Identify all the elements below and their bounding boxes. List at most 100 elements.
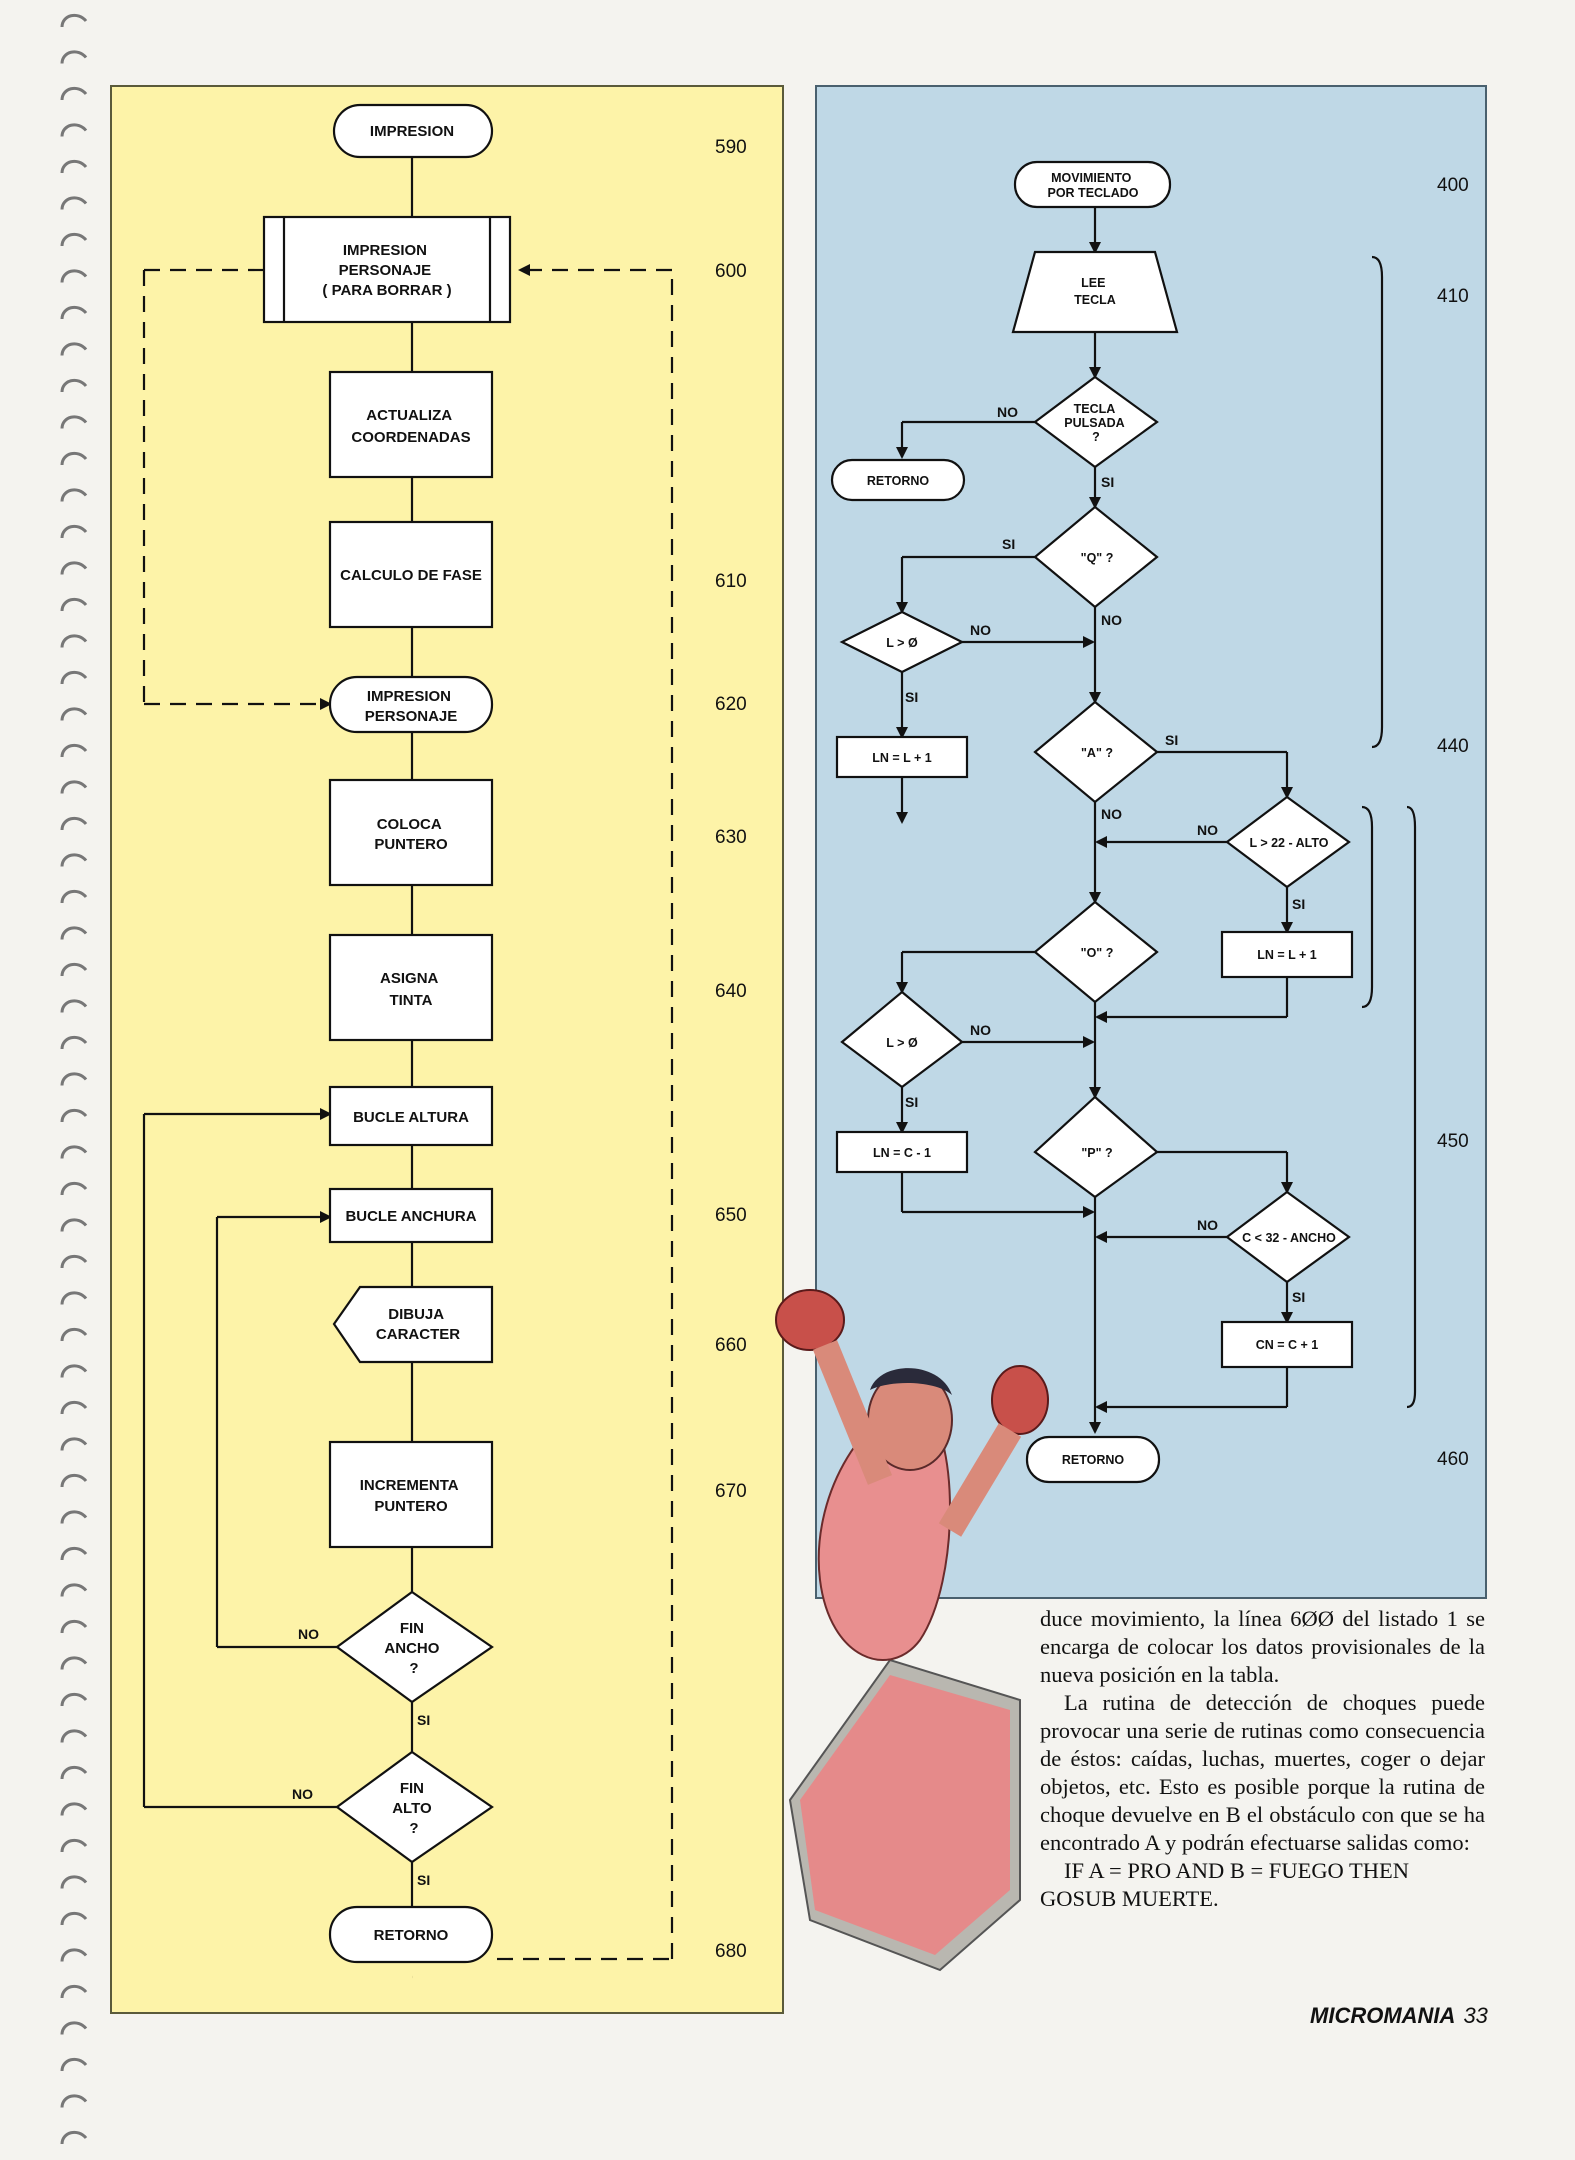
line-number: 600: [715, 261, 747, 282]
text-actualiza-coordenadas: ACTUALIZA COORDENADAS: [351, 407, 470, 446]
spiral-ring: [60, 2057, 88, 2072]
node-bucle-altura: [328, 1085, 494, 1147]
text-bucle-altura: BUCLE ALTURA: [353, 1109, 469, 1126]
spiral-ring: [60, 1984, 88, 1999]
boxer-illustration: [775, 1289, 1049, 1972]
node-retorno-2: [1025, 1435, 1161, 1484]
text-impresion: IMPRESION: [370, 123, 454, 140]
label-si: SI: [905, 689, 918, 705]
node-actualiza-coordenadas: [328, 370, 494, 479]
line-number: 410: [1437, 286, 1469, 307]
spiral-ring: [60, 926, 88, 940]
label-si: SI: [1002, 536, 1015, 552]
spiral-ring: [60, 1802, 88, 1816]
node-o: [1033, 900, 1159, 1004]
label-no: NO: [997, 404, 1018, 420]
spiral-ring: [60, 1072, 88, 1086]
spiral-ring: [60, 415, 88, 429]
text-l-gt-22: L > 22 - ALTO: [1249, 836, 1328, 850]
spiral-ring: [60, 1692, 88, 1707]
node-cn-c-plus: [1220, 1320, 1354, 1369]
paragraph: La rutina de detección de choques puede …: [1040, 1690, 1485, 1855]
spiral-ring: [60, 50, 88, 64]
text-fin-alto: FIN ALTO ?: [392, 1780, 436, 1837]
label-si-alto: SI: [417, 1872, 430, 1888]
spiral-ring: [60, 13, 88, 28]
spiral-ring: [60, 670, 88, 685]
spiral-ring: [60, 1656, 88, 1670]
right-flowchart: MOVIMIENTO POR TECLADO LEE TECLA TECLA P…: [830, 160, 1469, 1484]
line-number: 450: [1437, 1131, 1469, 1152]
label-no: NO: [1101, 612, 1122, 628]
line-number: 680: [715, 1941, 747, 1962]
spiral-ring: [60, 2094, 88, 2108]
node-l-gt-0-b: [840, 990, 964, 1089]
line-number: 660: [715, 1335, 747, 1356]
spiral-ring: [60, 1948, 88, 1962]
spiral-ring: [60, 597, 88, 612]
node-impresion-personaje: [328, 675, 494, 734]
node-asigna-tinta: [328, 933, 494, 1042]
text-q: "Q" ?: [1081, 551, 1114, 565]
node-tecla-pulsada: [1033, 375, 1159, 469]
line-number: 670: [715, 1481, 747, 1502]
spiral-ring: [60, 889, 88, 904]
node-c-lt-32: [1225, 1190, 1351, 1284]
text-incrementa-puntero: INCREMENTA PUNTERO: [360, 1477, 463, 1515]
text-c-lt-32: C < 32 - ANCHO: [1242, 1231, 1336, 1245]
text-fin-ancho: FIN ANCHO ?: [384, 1620, 443, 1677]
spiral-ring: [60, 305, 88, 320]
text-l-gt-0-b: L > Ø: [886, 1036, 918, 1050]
page-footer: MICROMANIA 33: [1310, 2003, 1488, 2029]
spiral-ring: [60, 488, 88, 502]
magazine-name: MICROMANIA: [1310, 2003, 1456, 2028]
node-lee-tecla: [1011, 250, 1179, 334]
label-no: NO: [1101, 806, 1122, 822]
spiral-ring: [60, 853, 88, 867]
spiral-ring: [60, 232, 88, 247]
text-o: "O" ?: [1081, 946, 1114, 960]
text-retorno-2: RETORNO: [1062, 1453, 1125, 1467]
spiral-ring: [60, 1619, 88, 1634]
spiral-ring: [60, 743, 88, 758]
node-bucle-anchura: [328, 1187, 494, 1244]
text-dibuja-caracter: DIBUJA CARACTER: [376, 1306, 460, 1343]
spiral-ring: [60, 123, 88, 137]
spiral-ring: [60, 634, 88, 648]
page-number: 33: [1463, 2003, 1488, 2028]
spiral-ring: [60, 524, 88, 539]
node-l-gt-0-a: [839, 610, 965, 674]
spiral-ring: [60, 1729, 88, 1743]
text-ln-c-minus: LN = C - 1: [873, 1146, 931, 1160]
spiral-ring: [60, 1911, 88, 1926]
node-q: [1033, 505, 1159, 609]
text-ln-l-plus: LN = L + 1: [872, 751, 932, 765]
spiral-ring: [60, 1035, 88, 1050]
node-fin-ancho: [335, 1590, 494, 1704]
left-flowchart-panel: IMPRESION IMPRESION PERSONAJE ( PARA BOR…: [110, 85, 784, 2014]
label-si: SI: [1292, 896, 1305, 912]
spiral-ring: [60, 1838, 88, 1853]
node-dibuja-caracter: [332, 1285, 494, 1364]
spiral-binding: [60, 13, 88, 2145]
spiral-ring: [60, 1218, 88, 1232]
spiral-ring: [60, 1875, 88, 1889]
text-ln-l-plus-2: LN = L + 1: [1257, 948, 1317, 962]
spiral-ring: [60, 1510, 88, 1524]
line-number: 400: [1437, 175, 1469, 196]
spiral-ring: [60, 1145, 88, 1159]
text-l-gt-0-a: L > Ø: [886, 636, 918, 650]
spiral-ring: [60, 1765, 88, 1780]
left-flowchart: IMPRESION IMPRESION PERSONAJE ( PARA BOR…: [142, 103, 747, 1964]
line-number: 620: [715, 694, 747, 715]
text-p: "P" ?: [1081, 1146, 1112, 1160]
label-no-ancho: NO: [298, 1626, 319, 1642]
node-ln-l-plus: [835, 735, 969, 779]
node-p: [1033, 1095, 1159, 1199]
spiral-ring: [60, 159, 88, 174]
text-calculo-fase: CALCULO DE FASE: [340, 567, 482, 584]
node-retorno-1: [830, 458, 966, 502]
line-number: 640: [715, 981, 747, 1002]
text-impresion-personaje-borrar: IMPRESION PERSONAJE ( PARA BORRAR ): [322, 242, 451, 299]
node-coloca-puntero: [328, 778, 494, 887]
